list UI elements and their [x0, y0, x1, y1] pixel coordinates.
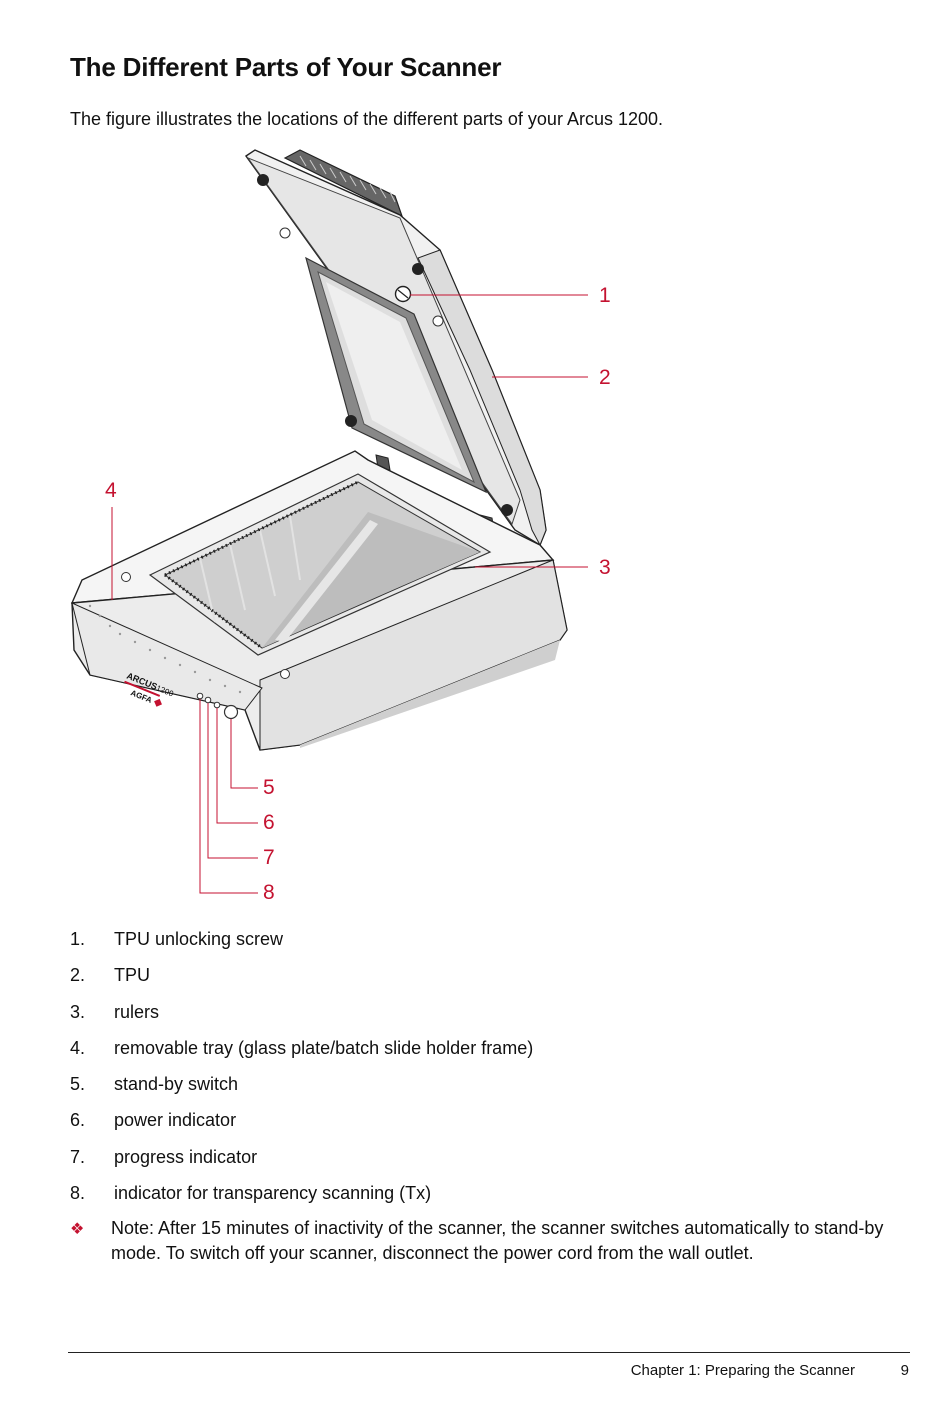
list-item-number: 8.	[70, 1183, 86, 1204]
callout-5: 5	[263, 776, 275, 799]
list-item-label: indicator for transparency scanning (Tx)	[114, 1183, 432, 1204]
callout-1: 1	[599, 284, 611, 307]
list-item-label: progress indicator	[114, 1146, 258, 1167]
scanner-figure: ARCUS 1200 AGFA 1 2 3 4 5 6 7 8	[0, 140, 950, 920]
list-item: 8. indicator for transparency scanning (T…	[70, 1180, 533, 1216]
diamond-bullet-icon: ❖	[70, 1221, 85, 1238]
intro-paragraph: The figure illustrates the locations of …	[70, 109, 663, 129]
list-item-number: 7.	[70, 1146, 86, 1167]
scanner-illustration: ARCUS 1200 AGFA	[70, 149, 588, 894]
list-item-number: 2.	[70, 965, 86, 986]
list-item-label: removable tray (glass plate/batch slide …	[114, 1037, 534, 1058]
list-item: 7. progress indicator	[70, 1144, 533, 1180]
list-item: 2. TPU	[70, 962, 533, 998]
list-item-label: rulers	[114, 1001, 160, 1022]
list-item-number: 6.	[70, 1110, 86, 1131]
list-item-label: TPU	[114, 965, 150, 986]
footer-chapter: Chapter 1: Preparing the Scanner	[630, 1362, 855, 1379]
list-item: 5. stand-by switch	[70, 1071, 533, 1107]
note-block: ❖ Note: After 15 minutes of inactivity o…	[70, 1216, 890, 1266]
list-item-number: 5.	[70, 1074, 86, 1095]
footer-divider	[68, 1352, 910, 1353]
callout-2: 2	[599, 366, 611, 389]
list-item: 1. TPU unlocking screw	[70, 926, 533, 962]
list-item-label: power indicator	[114, 1110, 237, 1131]
list-item-number: 3.	[70, 1001, 86, 1022]
parts-list: 1. TPU unlocking screw 2. TPU 3. rulers 4. r…	[70, 926, 533, 1216]
callout-4: 4	[105, 479, 117, 502]
list-item-label: stand-by switch	[114, 1074, 239, 1095]
list-item-number: 1.	[70, 929, 86, 949]
callout-8: 8	[263, 881, 275, 904]
page-title: The Different Parts of Your Scanner	[70, 52, 502, 82]
tpu-lid	[245, 149, 547, 547]
leader-lines	[111, 294, 588, 894]
brand-maker: AGFA	[129, 688, 153, 705]
callout-7: 7	[263, 846, 275, 869]
list-item-label: TPU unlocking screw	[114, 929, 284, 949]
callout-6: 6	[263, 811, 275, 834]
list-item: 6. power indicator	[70, 1107, 533, 1143]
list-item-number: 4.	[70, 1037, 86, 1058]
note-text: Note: After 15 minutes of inactivity of …	[111, 1218, 884, 1263]
scanner-base: ARCUS 1200 AGFA	[70, 450, 568, 751]
list-item: 4. removable tray (glass plate/batch slid…	[70, 1035, 533, 1071]
page-number: 9	[900, 1362, 909, 1379]
callout-3: 3	[599, 556, 611, 579]
list-item: 3. rulers	[70, 999, 533, 1035]
